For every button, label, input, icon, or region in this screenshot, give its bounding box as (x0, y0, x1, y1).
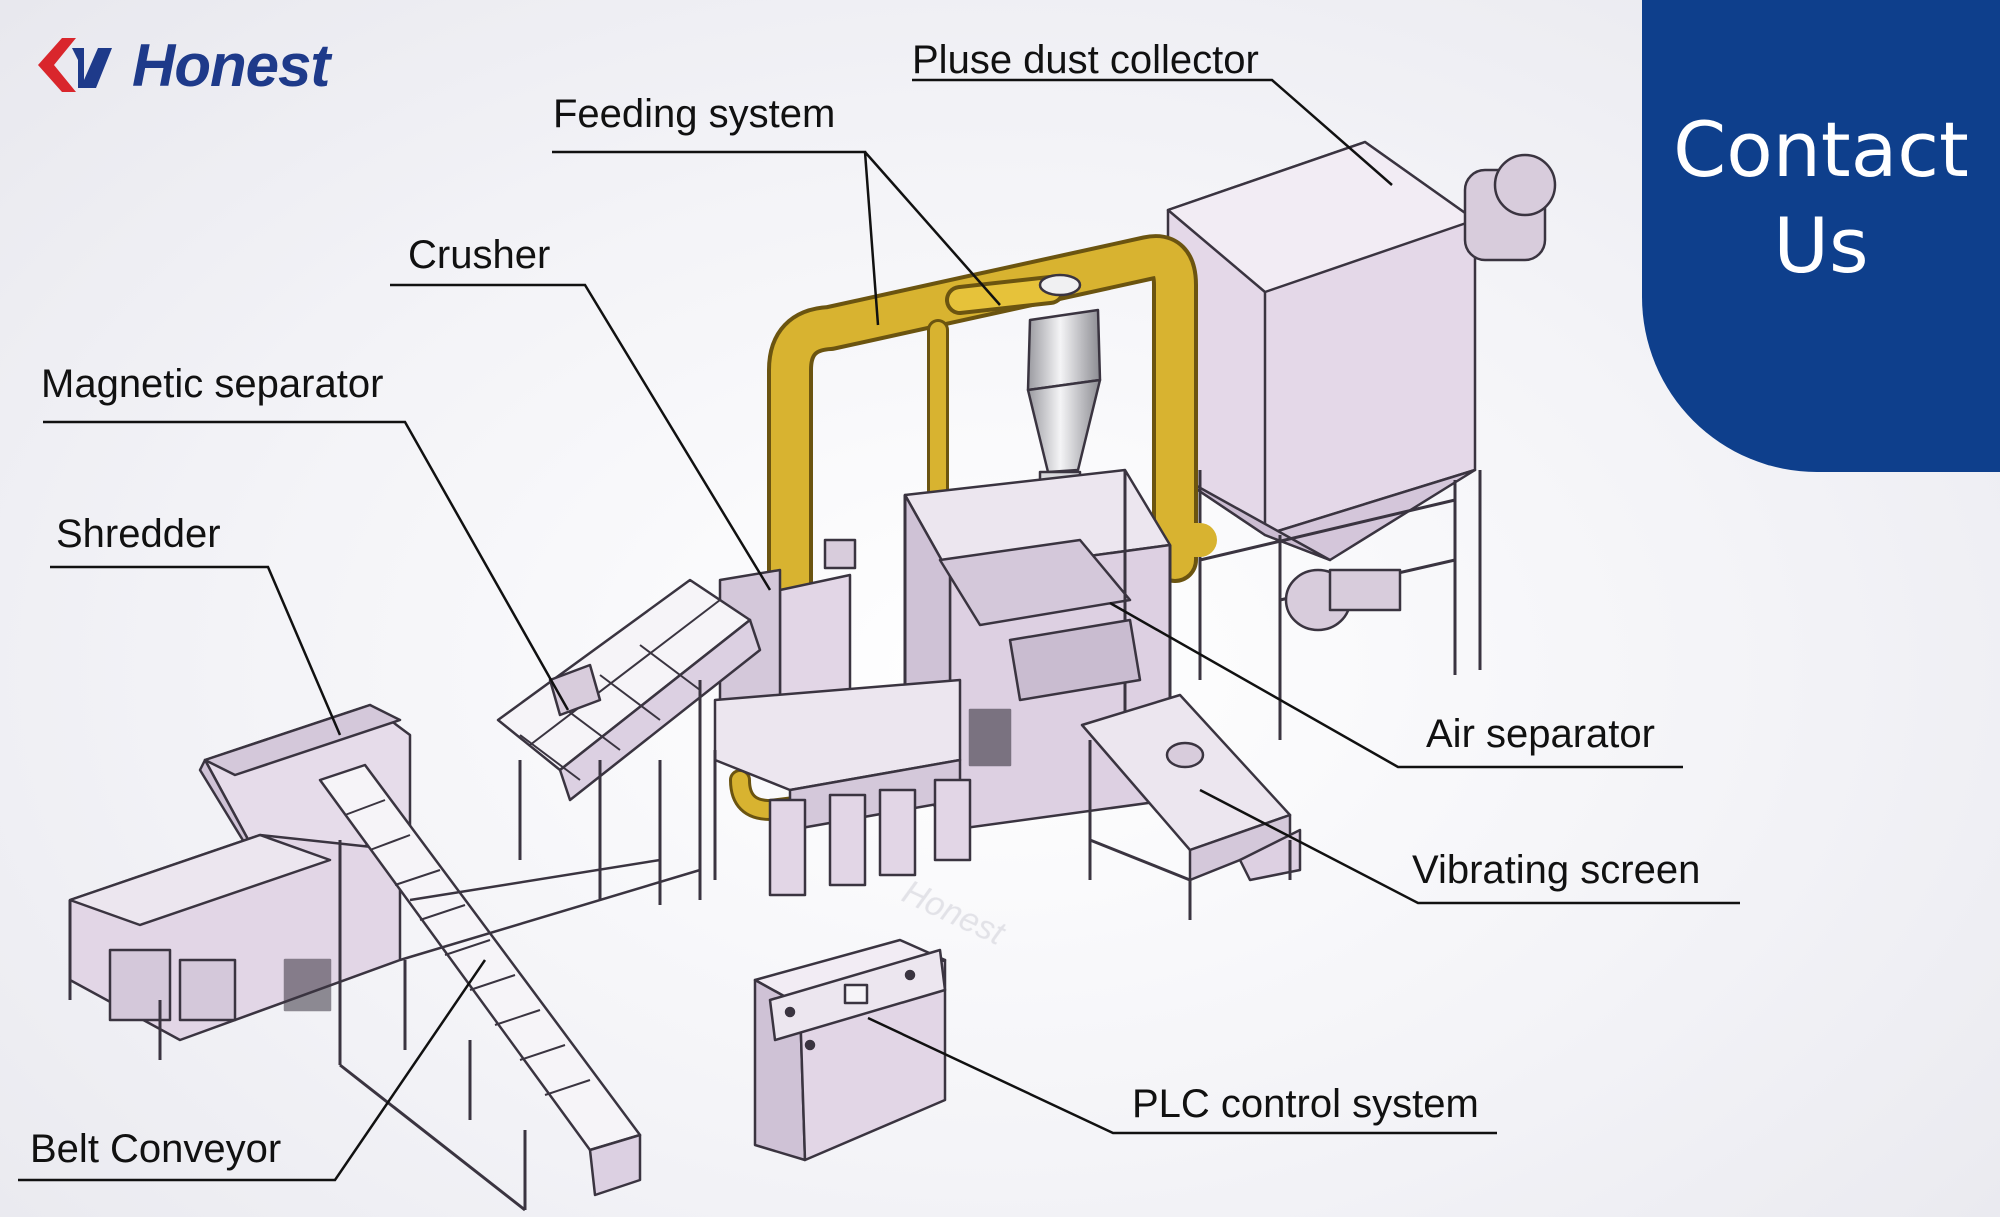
leader-pulse-dust-collector (912, 78, 1393, 186)
label-vibrating-screen: Vibrating screen (1412, 848, 1701, 892)
brand-logo: Honest (32, 30, 392, 100)
honest-logo-icon (38, 38, 112, 92)
leader-magnetic-separator (43, 420, 570, 711)
label-plc-control-system: PLC control system (1132, 1082, 1479, 1126)
contact-us-button[interactable]: Contact Us (1642, 0, 2000, 472)
label-pulse-dust-collector: Pluse dust collector (912, 38, 1259, 82)
label-feeding-system: Feeding system (553, 92, 836, 136)
leader-belt-conveyor (18, 959, 487, 1182)
label-air-separator: Air separator (1426, 712, 1655, 756)
leader-feeding-system (552, 150, 880, 326)
brand-name: Honest (132, 31, 330, 99)
label-belt-conveyor: Belt Conveyor (30, 1127, 282, 1171)
leader-lines (18, 78, 1740, 1182)
label-crusher: Crusher (408, 233, 551, 277)
contact-us-line1: Contact (1673, 105, 1969, 194)
leader-crusher (390, 283, 772, 591)
contact-us-line2: Us (1773, 201, 1869, 290)
label-magnetic-separator: Magnetic separator (41, 362, 384, 406)
plc-control-cabinet (753, 938, 947, 1162)
belt-conveyor (318, 763, 642, 1212)
crusher (658, 538, 972, 905)
shredder (68, 703, 412, 1060)
label-shredder: Shredder (56, 512, 221, 556)
pulse-dust-collector (1166, 140, 1557, 740)
leader-air-separator (1109, 601, 1683, 769)
magnetic-separator-conveyor (496, 578, 762, 900)
leader-shredder (50, 565, 342, 736)
leader-vibrating-screen (1199, 788, 1740, 905)
leader-plc-control-system (867, 1016, 1497, 1135)
vibrating-screen (1080, 693, 1302, 920)
watermark: Honest (897, 873, 1012, 954)
leader-feeding-system-2 (864, 151, 1001, 306)
